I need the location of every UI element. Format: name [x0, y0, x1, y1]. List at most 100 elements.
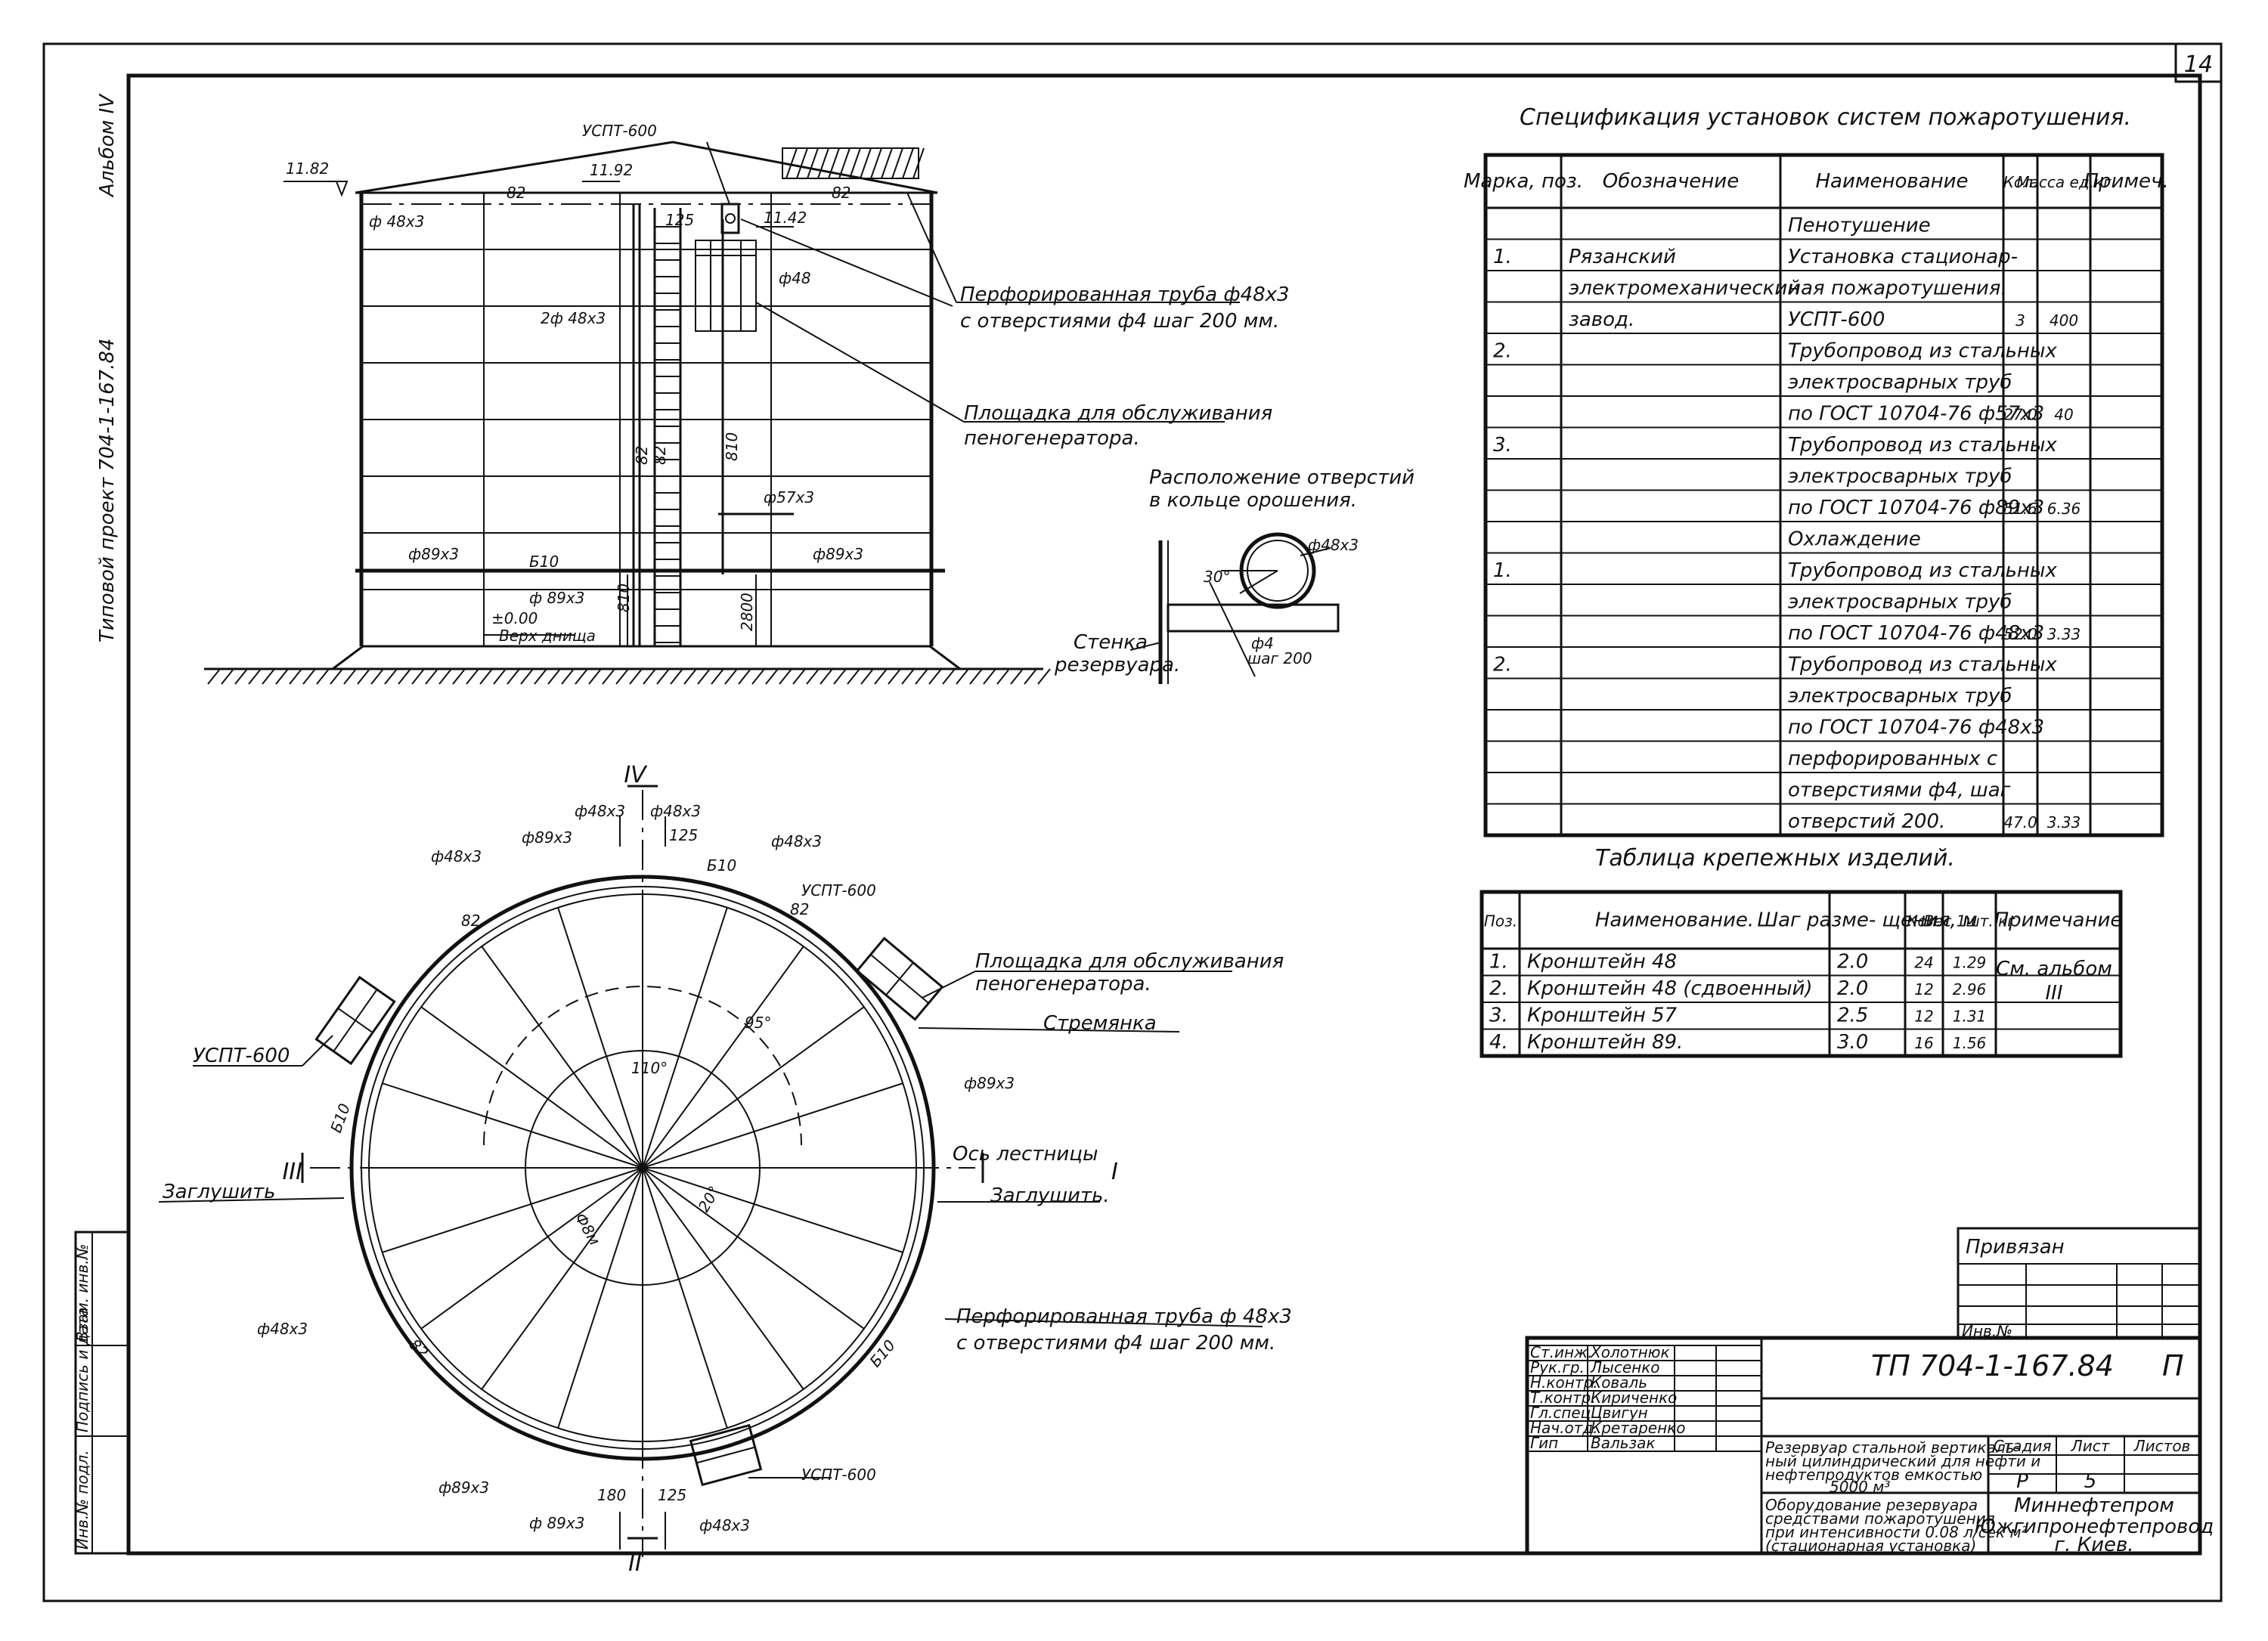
spec-cell: Установка стационар-	[1788, 246, 2018, 268]
elev-pipe-89-left: ф89х3	[408, 545, 459, 563]
spec-cell: Трубопровод из стальных	[1788, 559, 2057, 582]
elev-dim-82b: 82	[832, 184, 850, 202]
fastener-cell: 1.	[1489, 951, 1508, 974]
spec-cell: электросварных труб	[1788, 685, 2012, 707]
plan-bot-89: ф89х3	[438, 1478, 489, 1497]
plan-plug-right: Заглушить.	[990, 1184, 1110, 1207]
elev-dim-810b: 810	[615, 584, 633, 612]
spec-cell: ная пожаротушения.	[1788, 277, 2007, 300]
spec-cell: по ГОСТ 10704-76 ф48х3	[1788, 622, 2044, 645]
title-object-1: Резервуар стальной вертикаль-	[1765, 1438, 2020, 1457]
plan-dim-82-top: 82	[461, 912, 480, 930]
stamp-inv-orig: Инв.№ подл.	[73, 1450, 91, 1550]
elev-pipe-89-right: ф89х3	[813, 545, 863, 563]
title-block	[1525, 1336, 2202, 1556]
sheet-number: 14	[2184, 51, 2213, 78]
project-vertical: Типовой проект 704-1-167.84	[96, 338, 119, 642]
fastener-title: Таблица крепежных изделий.	[1595, 845, 1955, 872]
spec-cell: отверстий 200.	[1788, 810, 1945, 833]
elev-callout-perf-1: Перфорированная труба ф48х3	[960, 283, 1290, 306]
plan-plug-left: Заглушить	[163, 1181, 275, 1203]
spec-cell: электросварных труб	[1788, 591, 2012, 614]
fastener-cell: Кронштейн 48	[1527, 951, 1677, 974]
plan-top-48b: ф48х3	[650, 802, 701, 820]
elev-level-right: 11.42	[764, 209, 807, 227]
plan-bot-125: 125	[658, 1486, 686, 1504]
plan-callout-perf-1: Перфорированная труба ф 48х3	[956, 1305, 1292, 1328]
spec-cell: Трубопровод из стальных	[1788, 434, 2057, 457]
spec-cell: УСПТ-600	[1788, 308, 1885, 331]
spec-cell: электросварных труб	[1788, 371, 2012, 394]
elev-dim-125: 125	[665, 211, 694, 229]
staff-role: Нач.отд.	[1530, 1419, 1598, 1437]
holes-angle: 30°	[1204, 568, 1230, 586]
holes-pipe: ф48х3	[1308, 536, 1359, 554]
plan-dim-r-b: 20°	[695, 1183, 724, 1215]
spec-cell: 47.0	[2003, 813, 2037, 831]
fastener-header: Наименование.	[1595, 909, 1754, 932]
title-object-2: ный цилиндрический для нефти и	[1765, 1452, 2040, 1470]
spec-cell: Пенотушение	[1788, 215, 1931, 237]
staff-name: Кириченко	[1591, 1389, 1677, 1407]
elev-dim-82v2: 82	[651, 446, 669, 465]
sheet-number-box	[2174, 42, 2223, 83]
spec-cell: 3.	[1493, 434, 1512, 457]
staff-list: Ст.инж.ХолотнюкРук.гр.ЛысенкоН.контр.Ков…	[1530, 1343, 1686, 1452]
plan-pipe-89-right: ф89х3	[964, 1074, 1015, 1092]
tank-plan	[158, 785, 1263, 1557]
elev-dim-810: 810	[723, 432, 741, 461]
spec-cell: 51.6	[2003, 500, 2037, 518]
spec-cell: электромеханический	[1569, 277, 1800, 300]
fastener-cell: 2.5	[1837, 1005, 1868, 1027]
holes-wall-2: резервуара.	[1054, 654, 1180, 677]
elev-uspt-label: УСПТ-600	[582, 122, 657, 140]
spec-cell: 40	[2054, 406, 2073, 424]
elev-dim-82a: 82	[507, 184, 525, 202]
fastener-header: Кол.	[1907, 912, 1941, 930]
fastener-note-1: См. альбом	[1996, 958, 2112, 980]
side-stamp: Инв.№ подл. Подпись и дата Взам. инв.№	[73, 1231, 130, 1555]
fastener-cell: 16	[1914, 1034, 1933, 1052]
elev-level-left: 11.82	[286, 159, 329, 178]
fastener-header: Вес 1шт. кг	[1923, 912, 2015, 930]
title-stage-h: Стадия	[1994, 1437, 2052, 1455]
spec-cell: 1.	[1493, 559, 1512, 582]
fastener-cell: 2.0	[1837, 977, 1868, 1000]
spec-title: Спецификация установок систем пожаротуше…	[1520, 104, 2131, 131]
plan-angle-110: 110°	[631, 1059, 668, 1077]
fastener-cell: 12	[1914, 1008, 1933, 1026]
elev-pipe-2x48: 2ф 48х3	[541, 309, 606, 327]
plan-angle-95: 95°	[745, 1014, 771, 1032]
elev-level-center: 11.92	[590, 161, 633, 179]
plan-top-48a: ф48х3	[575, 802, 625, 820]
elev-level-000: ±0.00	[491, 609, 538, 627]
holes-title-1: Расположение отверстий	[1149, 466, 1414, 489]
title-object-3: нефтепродуктов емкостью	[1765, 1466, 1982, 1484]
fastener-table: Поз.Наименование.Шаг разме- щения, мКол.…	[1479, 890, 2123, 1058]
inner-frame	[126, 73, 2202, 1556]
spec-cell: 2.	[1493, 654, 1512, 677]
elev-dim-b10: Б10	[529, 553, 559, 571]
privyazan-box	[1957, 1227, 2201, 1339]
spec-cell: Рязанский	[1569, 246, 1676, 268]
spec-header: Марка, поз.	[1464, 170, 1583, 193]
elev-callout-perf-2: с отверстиями ф4 шаг 200 мм.	[960, 310, 1279, 333]
title-sheet-3: при интенсивности 0.08 л/сек м²	[1765, 1523, 2028, 1541]
spec-cell: электросварных труб	[1788, 466, 2012, 488]
title-sheet-1: Оборудование резервуара	[1765, 1496, 1978, 1514]
plan-callout-platform-2: пеногенератора.	[975, 973, 1151, 995]
title-org-2: Южгипронефтепровод	[1975, 1516, 2214, 1538]
holes-step: шаг 200	[1247, 649, 1312, 667]
spec-header: Обозначение	[1603, 170, 1739, 193]
stamp-signature: Подпись и дата	[73, 1307, 91, 1432]
spec-cell: 6.36	[2047, 500, 2081, 518]
plan-top-89: ф89х3	[522, 828, 572, 847]
title-letter: П	[2162, 1349, 2184, 1382]
spec-header: Примеч.	[2084, 170, 2168, 193]
fastener-header: Поз.	[1484, 912, 1517, 930]
staff-role: Гип	[1530, 1434, 1558, 1452]
elev-callout-platform-2: пеногенератора.	[964, 427, 1140, 450]
title-sheet-4: (стационарная установка)	[1765, 1537, 1976, 1555]
spec-cell: отверстиями ф4, шаг	[1788, 779, 2011, 802]
